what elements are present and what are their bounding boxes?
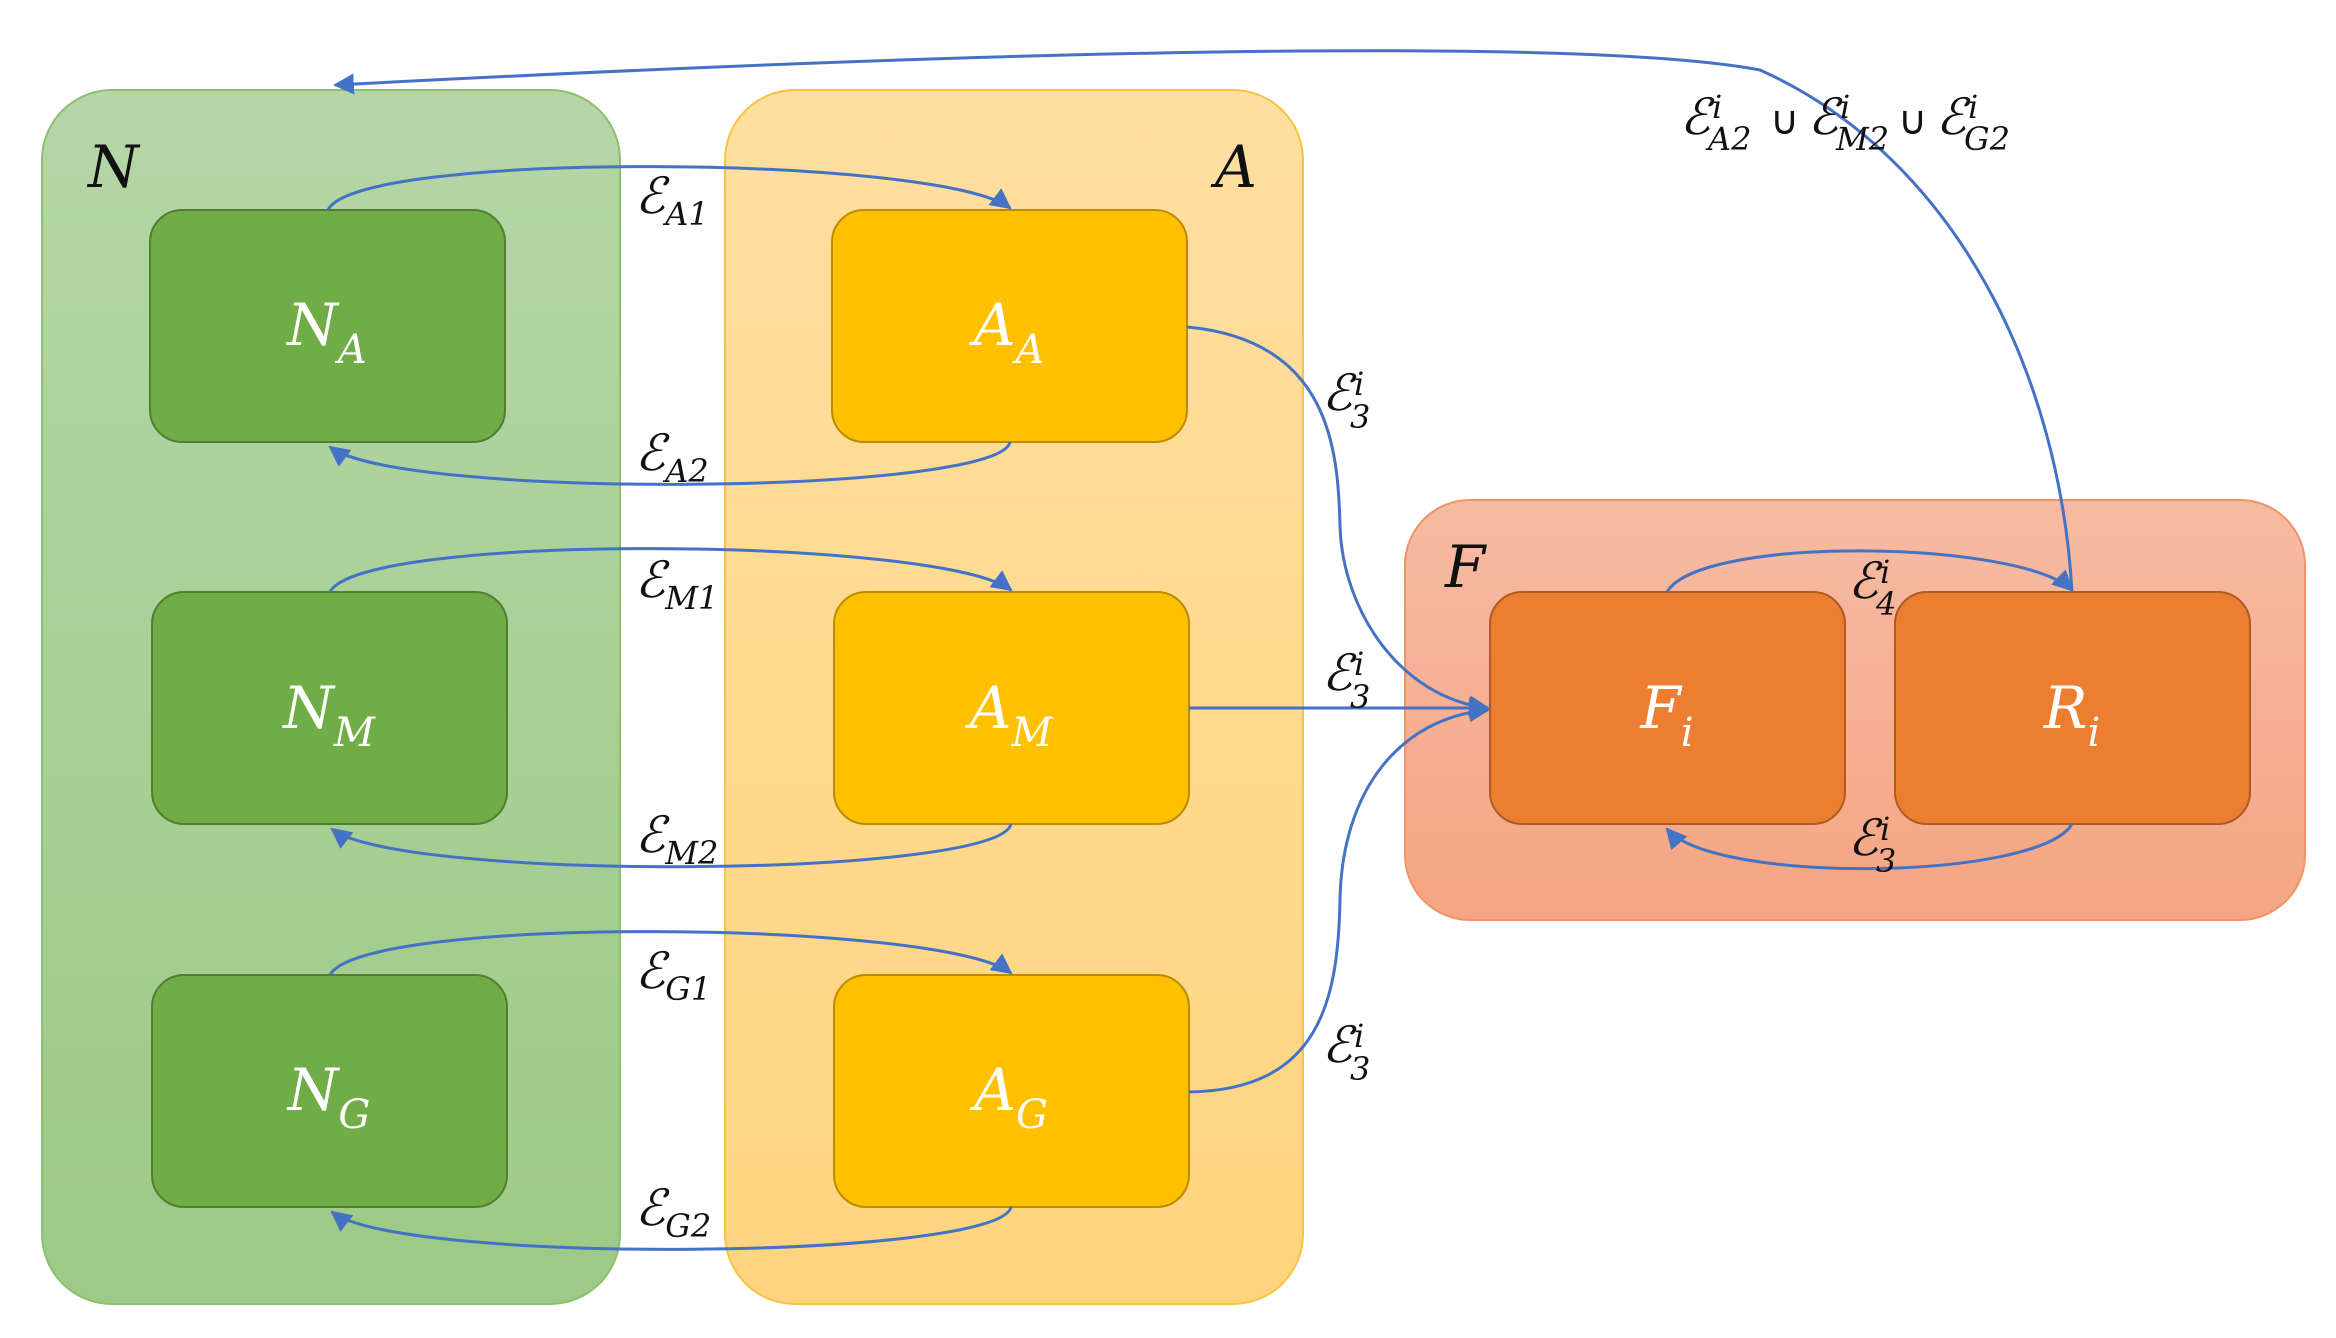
svg-text:ℰ: ℰ <box>1322 1016 1357 1074</box>
edge-e3-f-arrow <box>1665 823 2074 870</box>
svg-text:AA: AA <box>969 291 1045 373</box>
svg-text:ℰ: ℰ <box>1848 809 1883 867</box>
svg-text:i: i <box>1880 810 1890 848</box>
edge-label-a1: ℰA1 <box>635 167 709 233</box>
node-a-a-sub: A <box>1012 327 1045 373</box>
node-a-g-sub: G <box>1016 1092 1048 1138</box>
svg-text:AG: AG <box>969 1056 1048 1138</box>
edge-label-e3-bot: ℰ i 3 <box>1322 1016 1370 1088</box>
svg-text:M2: M2 <box>1835 120 1889 158</box>
svg-text:i: i <box>1712 88 1722 126</box>
svg-text:G2: G2 <box>1964 120 2010 158</box>
node-n-m-main: N <box>281 674 336 742</box>
svg-text:ℰ: ℰ <box>1936 88 1971 146</box>
svg-text:NG: NG <box>286 1056 371 1138</box>
svg-text:4: 4 <box>1875 585 1896 623</box>
svg-text:∪: ∪ <box>1898 98 1927 144</box>
svg-text:3: 3 <box>1350 398 1370 436</box>
node-n-g-main: N <box>286 1056 341 1124</box>
group-a-label: A <box>1210 133 1257 201</box>
edge-g2-arrow <box>330 1206 1013 1251</box>
node-n-m-sub: M <box>333 710 376 756</box>
svg-text:i: i <box>1968 88 1978 126</box>
edge-e3-bot-arrow <box>1188 701 1491 1094</box>
svg-text:ℰ: ℰ <box>1808 88 1843 146</box>
edge-e4-f-arrow <box>1665 549 2074 593</box>
svg-text:ℰ: ℰ <box>1680 88 1715 146</box>
svg-text:NA: NA <box>285 291 367 373</box>
edge-label-g1: ℰG1 <box>635 942 711 1008</box>
node-a-a-main: A <box>969 291 1016 359</box>
svg-text:ℰ: ℰ <box>1322 364 1357 422</box>
edge-a1-arrow <box>326 165 1012 211</box>
group-n-label: N <box>86 133 141 201</box>
svg-text:i: i <box>1354 1017 1364 1055</box>
edge-label-m1: ℰM1 <box>635 551 718 617</box>
svg-text:Fi: Fi <box>1639 674 1693 756</box>
node-a-m-main: A <box>965 674 1012 742</box>
edge-label-e3-mid: ℰ i 3 <box>1322 644 1370 716</box>
node-r-i-main: R <box>2043 674 2088 742</box>
group-f-label: F <box>1444 533 1487 601</box>
edge-label-g2: ℰG2 <box>635 1179 711 1245</box>
svg-text:∪: ∪ <box>1770 98 1799 144</box>
node-n-g-sub: G <box>338 1092 370 1138</box>
node-a-m-sub: M <box>1010 710 1053 756</box>
node-f-i-sub: i <box>1681 710 1694 756</box>
svg-text:i: i <box>1354 645 1364 683</box>
node-f-i-main: F <box>1639 674 1682 742</box>
svg-text:3: 3 <box>1876 842 1896 880</box>
edge-label-m2: ℰM2 <box>635 806 718 872</box>
edge-label-a2: ℰA2 <box>635 424 709 490</box>
node-r-i: Ri <box>1894 591 2251 825</box>
edge-label-feedback: ℰ i A2 ∪ ℰ i M2 ∪ ℰ i G2 <box>1680 88 2010 158</box>
node-f-i: Fi <box>1489 591 1846 825</box>
svg-text:i: i <box>1840 88 1850 126</box>
svg-text:NM: NM <box>281 674 376 756</box>
svg-text:i: i <box>1880 553 1890 591</box>
edge-a2-arrow <box>328 441 1012 486</box>
edge-m1-arrow <box>328 547 1013 593</box>
edge-m2-arrow <box>330 823 1013 869</box>
node-a-a: AA <box>831 209 1188 443</box>
node-n-g: NG <box>151 974 508 1208</box>
node-a-g-main: A <box>969 1056 1016 1124</box>
svg-text:i: i <box>1354 365 1364 403</box>
edge-e3-top-arrow <box>1186 325 1491 717</box>
svg-text:3: 3 <box>1350 1050 1370 1088</box>
edge-feedback-arrow <box>332 49 2074 593</box>
node-a-g: AG <box>833 974 1190 1208</box>
edge-label-e3-f: ℰ i 3 <box>1848 809 1896 880</box>
svg-text:ℰ: ℰ <box>1322 644 1357 702</box>
node-n-a-sub: A <box>334 327 367 373</box>
svg-text:A2: A2 <box>1705 120 1751 158</box>
node-a-m: AM <box>833 591 1190 825</box>
svg-text:ℰ: ℰ <box>1848 552 1883 610</box>
node-n-a: NA <box>149 209 506 443</box>
edge-label-e3-top: ℰ i 3 <box>1322 364 1370 436</box>
svg-text:3: 3 <box>1350 678 1370 716</box>
node-n-m: NM <box>151 591 508 825</box>
edge-g1-arrow <box>328 930 1013 976</box>
edge-label-e4-f: ℰ i 4 <box>1848 552 1896 623</box>
svg-text:AM: AM <box>965 674 1054 756</box>
svg-text:Ri: Ri <box>2043 674 2100 756</box>
node-r-i-sub: i <box>2087 710 2100 756</box>
node-n-a-main: N <box>285 291 340 359</box>
